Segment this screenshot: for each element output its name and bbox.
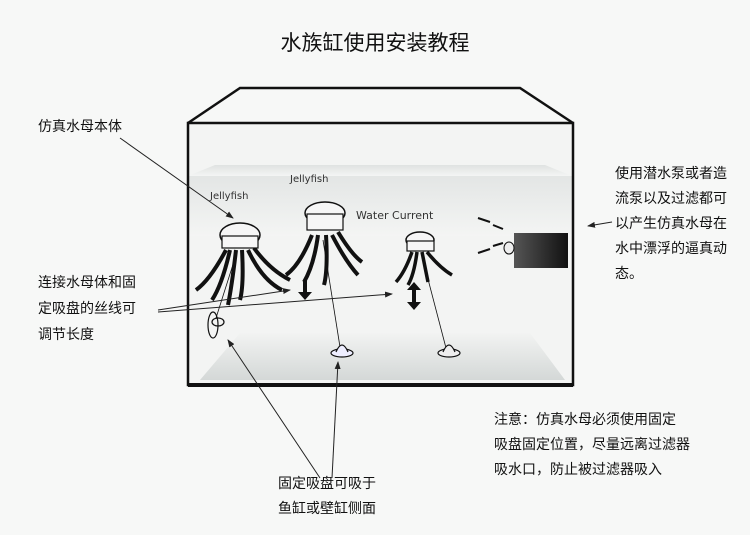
suction-cup-middle: [330, 344, 354, 358]
label-notice: 注意：仿真水母必须使用固定 吸盘固定位置，尽量远离过滤器 吸水口，防止被过滤器吸…: [494, 408, 690, 483]
label-pump-line: 水中漂浮的逼真动: [615, 241, 727, 257]
label-pump-line: 使用潜水泵或者造: [615, 166, 727, 182]
jellyfish-right: [394, 231, 453, 349]
water-pump: [477, 217, 568, 268]
label-pump: 使用潜水泵或者造 流泵以及过滤都可 以产生仿真水母在 水中漂浮的逼真动 态。: [615, 162, 727, 287]
label-pump-line: 流泵以及过滤都可: [615, 191, 727, 207]
label-notice-line: 吸盘固定位置，尽量远离过滤器: [494, 437, 690, 453]
label-pump-line: 以产生仿真水母在: [615, 216, 727, 232]
page-title: 水族缸使用安装教程: [280, 31, 470, 55]
label-jellyfish-body: 仿真水母本体: [38, 119, 122, 135]
label-suction-line: 鱼缸或壁缸侧面: [278, 501, 376, 517]
label-thread: 连接水母体和固 定吸盘的丝线可 调节长度: [38, 270, 136, 348]
label-pump-line: 态。: [615, 266, 643, 282]
pointer-arrows: [119, 137, 613, 479]
jellyfish-label-left: Jellyfish: [209, 191, 248, 202]
label-notice-line: 吸水口，防止被过滤器吸入: [494, 462, 662, 478]
label-thread-line: 定吸盘的丝线可: [38, 301, 136, 317]
jellyfish-left: [194, 222, 291, 319]
label-thread-line: 连接水母体和固: [38, 275, 136, 291]
label-suction-line: 固定吸盘可吸于: [278, 476, 376, 492]
water-current-label: Water Current: [356, 209, 434, 222]
suction-cup-right: [437, 344, 461, 358]
label-notice-line: 注意：仿真水母必须使用固定: [494, 412, 676, 428]
label-thread-line: 调节长度: [38, 327, 94, 343]
label-suction: 固定吸盘可吸于 鱼缸或壁缸侧面: [278, 472, 376, 522]
aquarium-tank: [186, 86, 575, 387]
jellyfish-label-middle: Jellyfish: [289, 174, 328, 185]
jellyfish-middle: [284, 201, 364, 348]
suction-cup-propeller: [207, 311, 225, 339]
